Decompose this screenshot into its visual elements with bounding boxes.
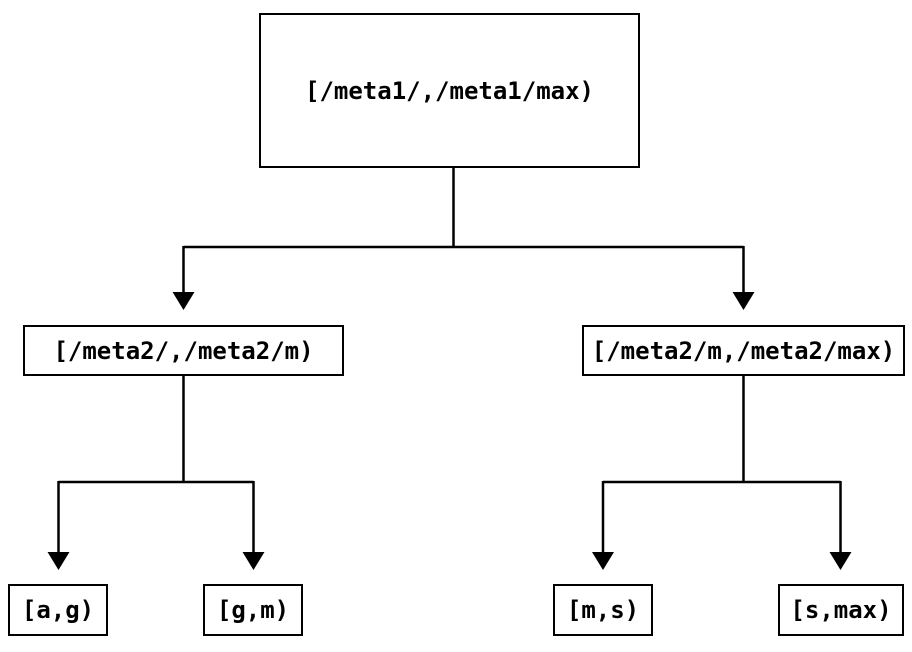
arrowhead-leaf-smax xyxy=(829,552,852,570)
arrowhead-leaf-gm xyxy=(242,552,265,570)
node-leaf-gm: [g,m) xyxy=(203,584,303,636)
edge-right-child-to-leaves xyxy=(601,376,842,553)
node-leaf-ms: [m,s) xyxy=(553,584,653,636)
node-left-child: [/meta2/,/meta2/m) xyxy=(23,325,344,376)
edge-left-child-to-leaves xyxy=(57,376,255,553)
node-leaf-gm-label: [g,m) xyxy=(216,596,290,624)
node-right-child-label: [/meta2/m,/meta2/max) xyxy=(591,336,896,365)
node-root-label: [/meta1/,/meta1/max) xyxy=(305,76,594,105)
node-right-child: [/meta2/m,/meta2/max) xyxy=(582,325,905,376)
arrowhead-leaf-ag xyxy=(47,552,70,570)
node-root: [/meta1/,/meta1/max) xyxy=(259,13,640,168)
node-leaf-smax-label: [s,max) xyxy=(790,596,892,624)
arrowhead-left-child xyxy=(172,292,195,310)
node-leaf-smax: [s,max) xyxy=(778,584,904,636)
arrowhead-right-child xyxy=(732,292,755,310)
arrowhead-leaf-ms xyxy=(592,552,614,570)
node-leaf-ag: [a,g) xyxy=(8,584,108,636)
node-left-child-label: [/meta2/,/meta2/m) xyxy=(53,336,314,365)
node-leaf-ag-label: [a,g) xyxy=(21,596,95,624)
edge-root-to-children xyxy=(182,168,745,293)
node-leaf-ms-label: [m,s) xyxy=(566,596,640,624)
